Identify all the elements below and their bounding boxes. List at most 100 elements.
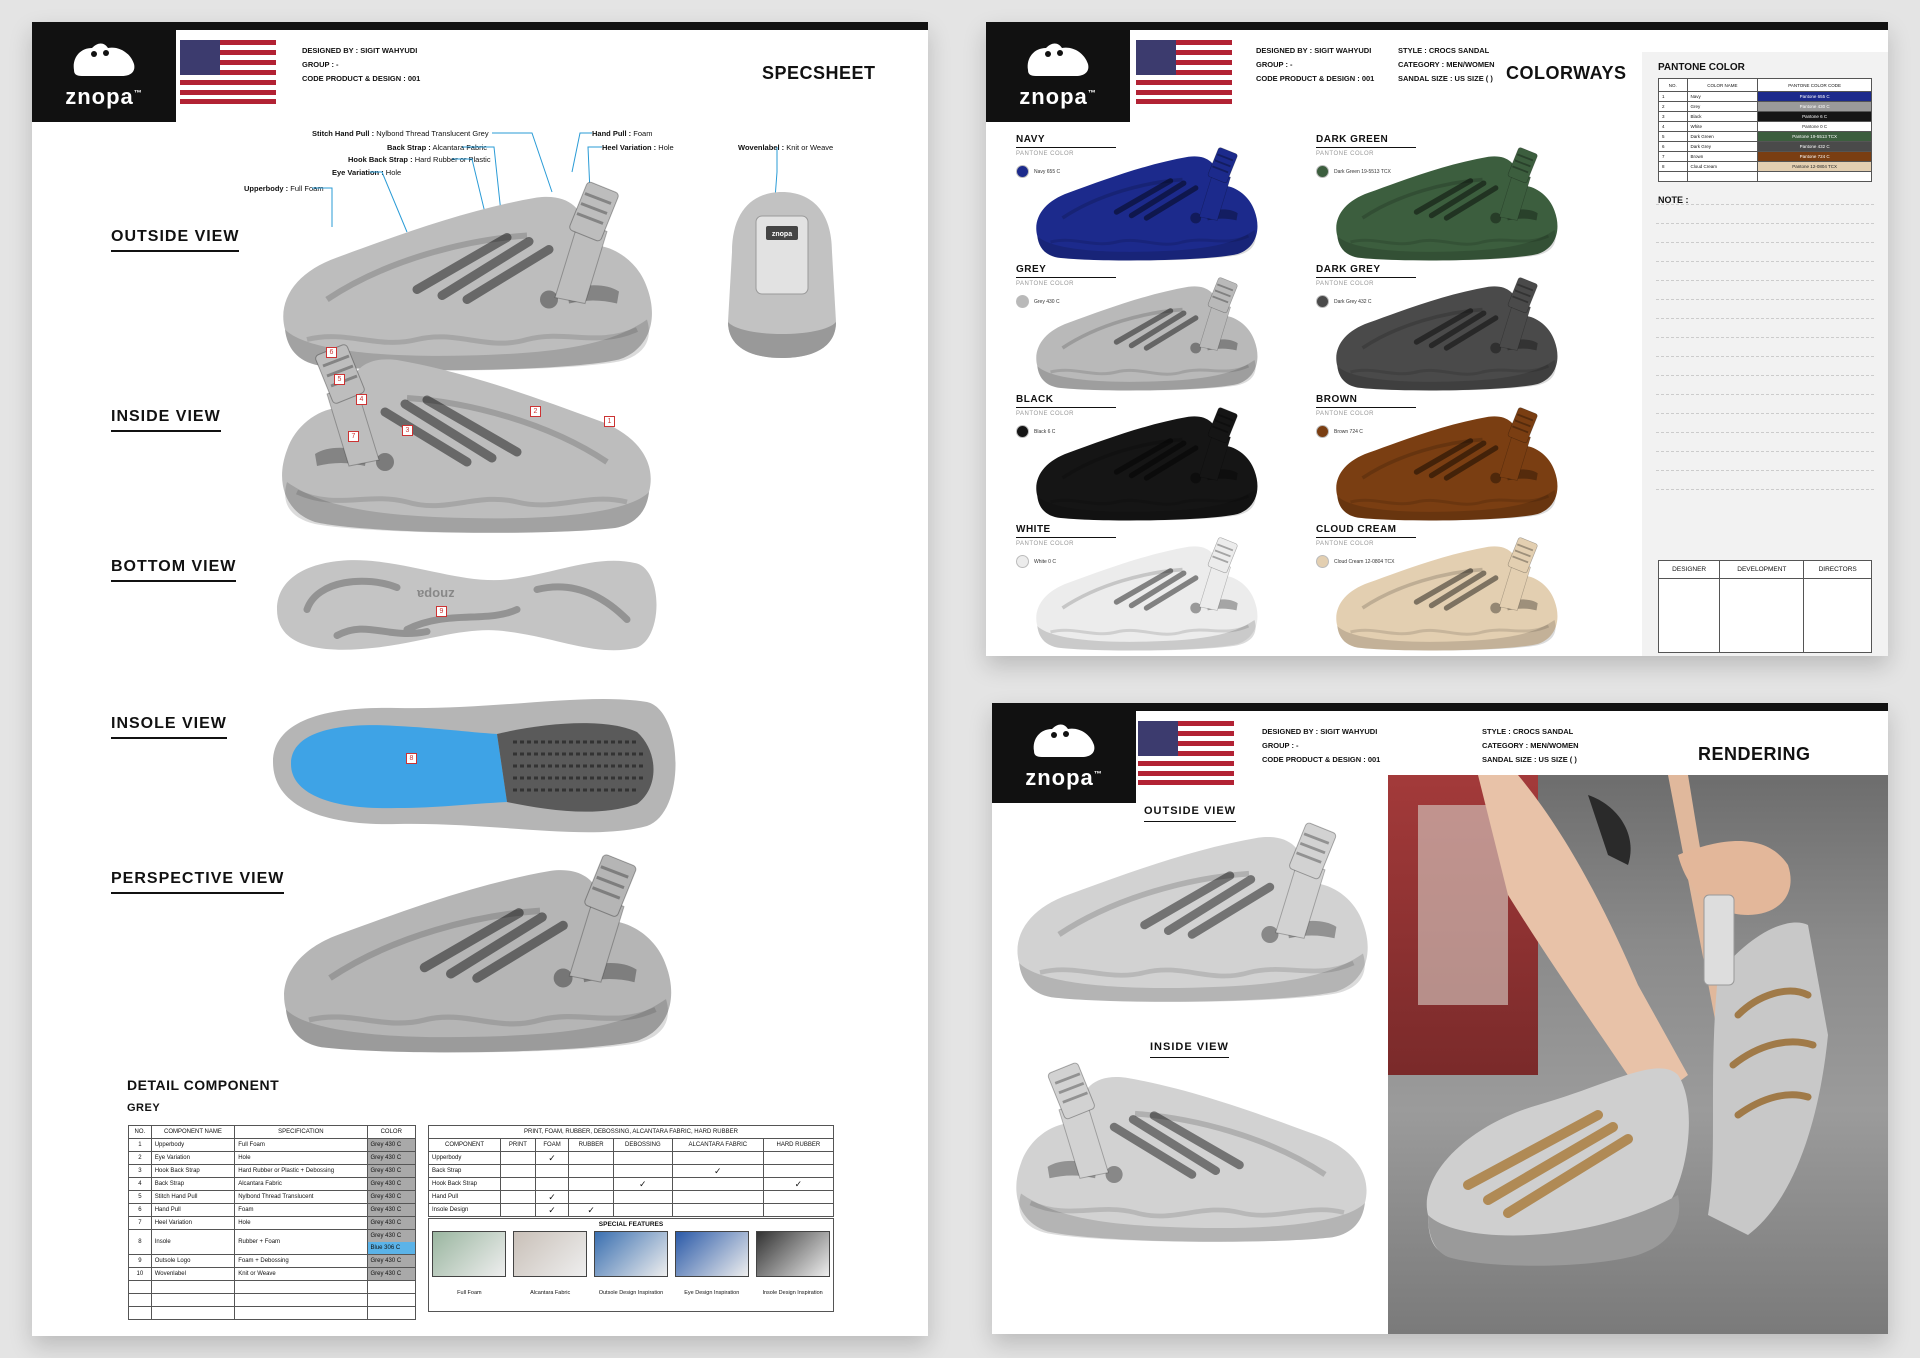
brand-logo: znopa™ (32, 30, 176, 122)
check-icon: ✓ (639, 1178, 647, 1189)
colorway-pantone-label: PANTONE COLOR (1016, 541, 1074, 547)
signature-box (1719, 578, 1805, 653)
note-line (1656, 489, 1874, 490)
material-cell (612, 1151, 673, 1165)
empty-cell (366, 1280, 416, 1294)
callout-label: Eye Variation : (332, 168, 384, 177)
brand-name: znopa (1025, 765, 1094, 790)
top-border (32, 22, 928, 30)
material-row: Back Strap✓ (427, 1164, 835, 1178)
callout-back-strap: Back Strap : Alcantara Fabric (387, 143, 487, 152)
callout-value: Knit or Weave (786, 143, 834, 152)
component-color: Grey 430 C (366, 1138, 416, 1152)
pantone-name: Cloud Cream (1686, 161, 1759, 172)
component-name: Stitch Hand Pull (150, 1190, 236, 1204)
material-cell: ✓ (568, 1203, 614, 1217)
colorway-swatch (1316, 425, 1329, 438)
us-flag-icon (1138, 721, 1234, 785)
colorway-name: GREY (1016, 264, 1116, 278)
material-cell (500, 1203, 536, 1217)
callout-stitch-hand-pull: Stitch Hand Pull : Nylbond Thread Transl… (312, 129, 489, 138)
colorway-pantone-label: PANTONE COLOR (1316, 281, 1374, 287)
signature-box (1803, 578, 1872, 653)
material-cell (500, 1151, 536, 1165)
page-title: SPECSHEET (762, 63, 876, 83)
material-component: Insole Design (427, 1203, 502, 1217)
colorway-code: Black 6 C (1034, 429, 1056, 435)
render-inside-shoe (1002, 1058, 1382, 1253)
material-cell (500, 1177, 536, 1191)
rendering-page: znopa™ DESIGNED BY : SIGIT WAHYUDI GROUP… (992, 703, 1888, 1334)
material-cell (762, 1151, 835, 1165)
material-header-cell: FOAM (534, 1138, 570, 1152)
material-cell (671, 1151, 764, 1165)
feature-image (755, 1231, 830, 1277)
colorway-pantone-label: PANTONE COLOR (1316, 411, 1374, 417)
callout-leader-lines (312, 132, 778, 243)
colorway-pantone-label: PANTONE COLOR (1016, 281, 1074, 287)
back-view-shoe: znopa (728, 192, 836, 358)
storefront-window (1418, 805, 1508, 1005)
component-no: 7 (128, 1216, 152, 1230)
pantone-header-cell: COLOR NAME (1686, 78, 1759, 92)
material-cell (568, 1164, 614, 1178)
group: GROUP : - (1256, 60, 1293, 69)
us-flag-icon (180, 40, 276, 104)
signature-table-body (1657, 578, 1872, 653)
signature-header: DIRECTORS (1803, 560, 1872, 579)
pantone-name: Dark Green (1686, 131, 1759, 142)
inside-marker-7: 7 (348, 431, 359, 442)
callout-value: Nylbond Thread Translucent Grey (376, 129, 489, 138)
component-empty-row (128, 1280, 416, 1294)
component-header-cell: SPECIFICATION (234, 1125, 368, 1139)
note-line (1656, 242, 1874, 243)
feature-item: Outsole Design Inspiration (593, 1231, 668, 1297)
component-no: 3 (128, 1164, 152, 1178)
pantone-code: Pantone 12-0804 TCX (1757, 161, 1872, 172)
component-header-cell: COLOR (366, 1125, 416, 1139)
feature-image (513, 1231, 588, 1277)
header-right-meta: STYLE : CROCS SANDAL CATEGORY : MEN/WOME… (1482, 725, 1579, 767)
component-color-swatch: Grey 430 C (367, 1230, 415, 1242)
component-color-swatch: Grey 430 C (367, 1152, 415, 1164)
material-cell (762, 1190, 835, 1204)
note-line (1656, 261, 1874, 262)
component-color: Grey 430 C (366, 1177, 416, 1191)
colorway-shoe-grey (1014, 276, 1279, 396)
pantone-no: 8 (1658, 161, 1688, 172)
component-color-swatch: Grey 430 C (367, 1255, 415, 1267)
pantone-code: Pantone 19-5513 TCX (1757, 131, 1872, 142)
material-table-title: PRINT, FOAM, RUBBER, DEBOSSING, ALCANTAR… (428, 1125, 834, 1139)
component-name: Insole (150, 1229, 236, 1255)
material-header-cell: RUBBER (568, 1138, 614, 1152)
insole-view-shoe (273, 698, 676, 833)
header-left-meta: DESIGNED BY : SIGIT WAHYUDI GROUP : - CO… (1256, 44, 1374, 86)
component-color-swatch: Grey 430 C (367, 1191, 415, 1203)
empty-cell (366, 1306, 416, 1320)
pantone-code: Pantone 655 C (1757, 91, 1872, 102)
component-color: Grey 430 C (366, 1164, 416, 1178)
component-color-swatch: Grey 430 C (367, 1165, 415, 1177)
note-line (1656, 470, 1874, 471)
callout-eye-variation: Eye Variation : Hole (332, 168, 401, 177)
us-flag-icon (1136, 40, 1232, 104)
pantone-code: Pantone 0 C (1757, 121, 1872, 132)
material-component: Hook Back Strap (427, 1177, 502, 1191)
material-cell: ✓ (762, 1177, 835, 1191)
perspective-view-label: PERSPECTIVE VIEW (111, 870, 285, 894)
designed-by: DESIGNED BY : SIGIT WAHYUDI (1262, 727, 1378, 736)
top-border (992, 703, 1888, 711)
pantone-name: White (1686, 121, 1759, 132)
category: CATEGORY : MEN/WOMEN (1482, 741, 1579, 750)
